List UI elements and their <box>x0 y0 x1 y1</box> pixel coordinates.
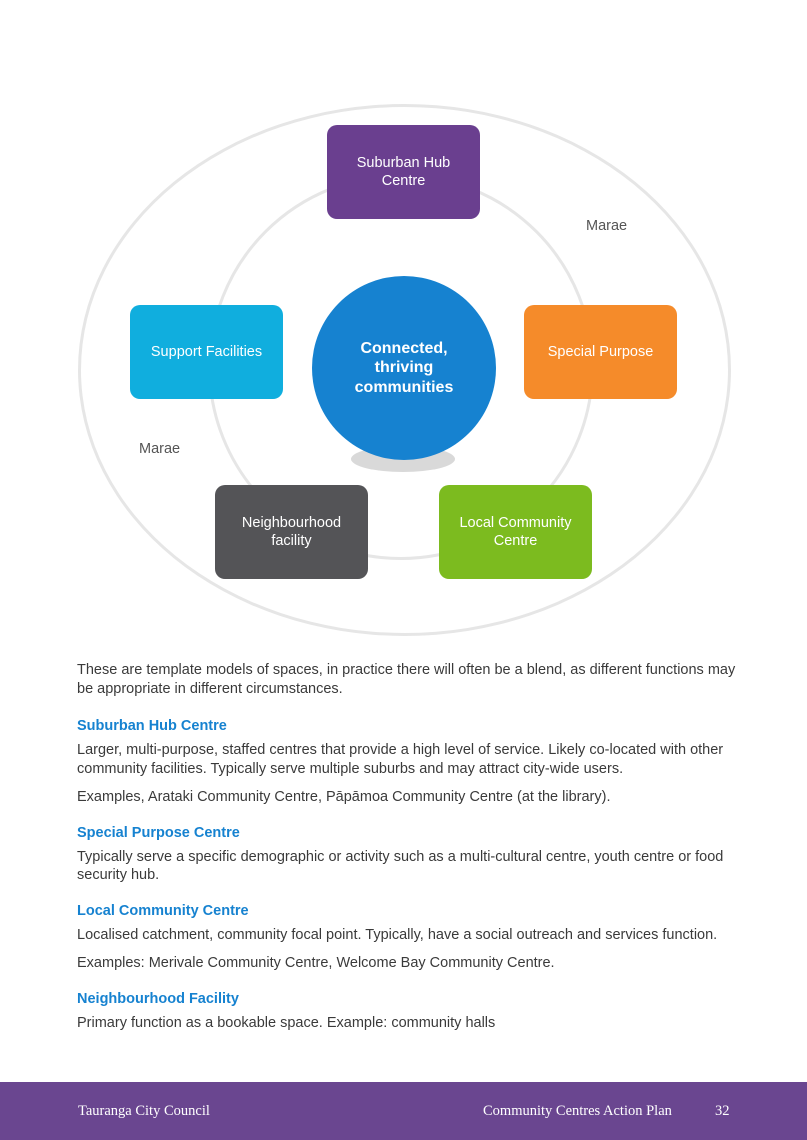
neighbourhood-facility-box: Neighbourhood facility <box>215 485 368 579</box>
local-community-centre-box: Local Community Centre <box>439 485 592 579</box>
neighbourhood-facility-label: Neighbourhood facility <box>241 515 342 549</box>
marae-label-top-right: Marae <box>586 218 628 234</box>
section-heading-suburban-hub: Suburban Hub Centre <box>77 718 227 734</box>
section-heading-local-community: Local Community Centre <box>77 902 249 919</box>
footer-organisation: Tauranga City Council <box>78 1103 210 1119</box>
section-body-special-purpose: Typically serve a specific demographic o… <box>77 848 724 884</box>
section-body-local-community: Localised catchment, community focal poi… <box>77 926 718 943</box>
footer-page-number: 32 <box>715 1103 730 1119</box>
local-community-centre-label: Local Community Centre <box>459 515 572 549</box>
center-circle-label: Connected, thriving communities <box>354 339 454 396</box>
section-heading-neighbourhood: Neighbourhood Facility <box>77 990 239 1007</box>
community-centres-diagram: Suburban Hub Centre Support Facilities S… <box>78 104 731 636</box>
suburban-hub-centre-label: Suburban Hub Centre <box>356 155 451 189</box>
section-body-suburban-hub: Larger, multi-purpose, staffed centres t… <box>77 742 724 777</box>
special-purpose-label: Special Purpose <box>547 344 654 360</box>
intro-paragraph: These are template models of spaces, in … <box>77 662 736 697</box>
section-examples-suburban-hub: Examples, Arataki Community Centre, Pāpā… <box>77 789 611 805</box>
special-purpose-box: Special Purpose <box>524 305 677 399</box>
section-body-neighbourhood: Primary function as a bookable space. Ex… <box>77 1014 496 1031</box>
section-heading-special-purpose: Special Purpose Centre <box>77 824 240 841</box>
center-circle: Connected, thriving communities <box>312 276 496 460</box>
marae-label-bottom-left: Marae <box>139 441 181 457</box>
support-facilities-box: Support Facilities <box>130 305 283 399</box>
outer-ring <box>78 104 731 636</box>
section-examples-local-community: Examples: Merivale Community Centre, Wel… <box>77 955 555 971</box>
page-footer: Tauranga City Council Community Centres … <box>0 1082 807 1140</box>
suburban-hub-centre-box: Suburban Hub Centre <box>327 125 480 219</box>
body-text: These are template models of spaces, in … <box>77 661 737 1032</box>
footer-document-title: Community Centres Action Plan <box>483 1103 672 1119</box>
support-facilities-label: Support Facilities <box>150 344 263 360</box>
